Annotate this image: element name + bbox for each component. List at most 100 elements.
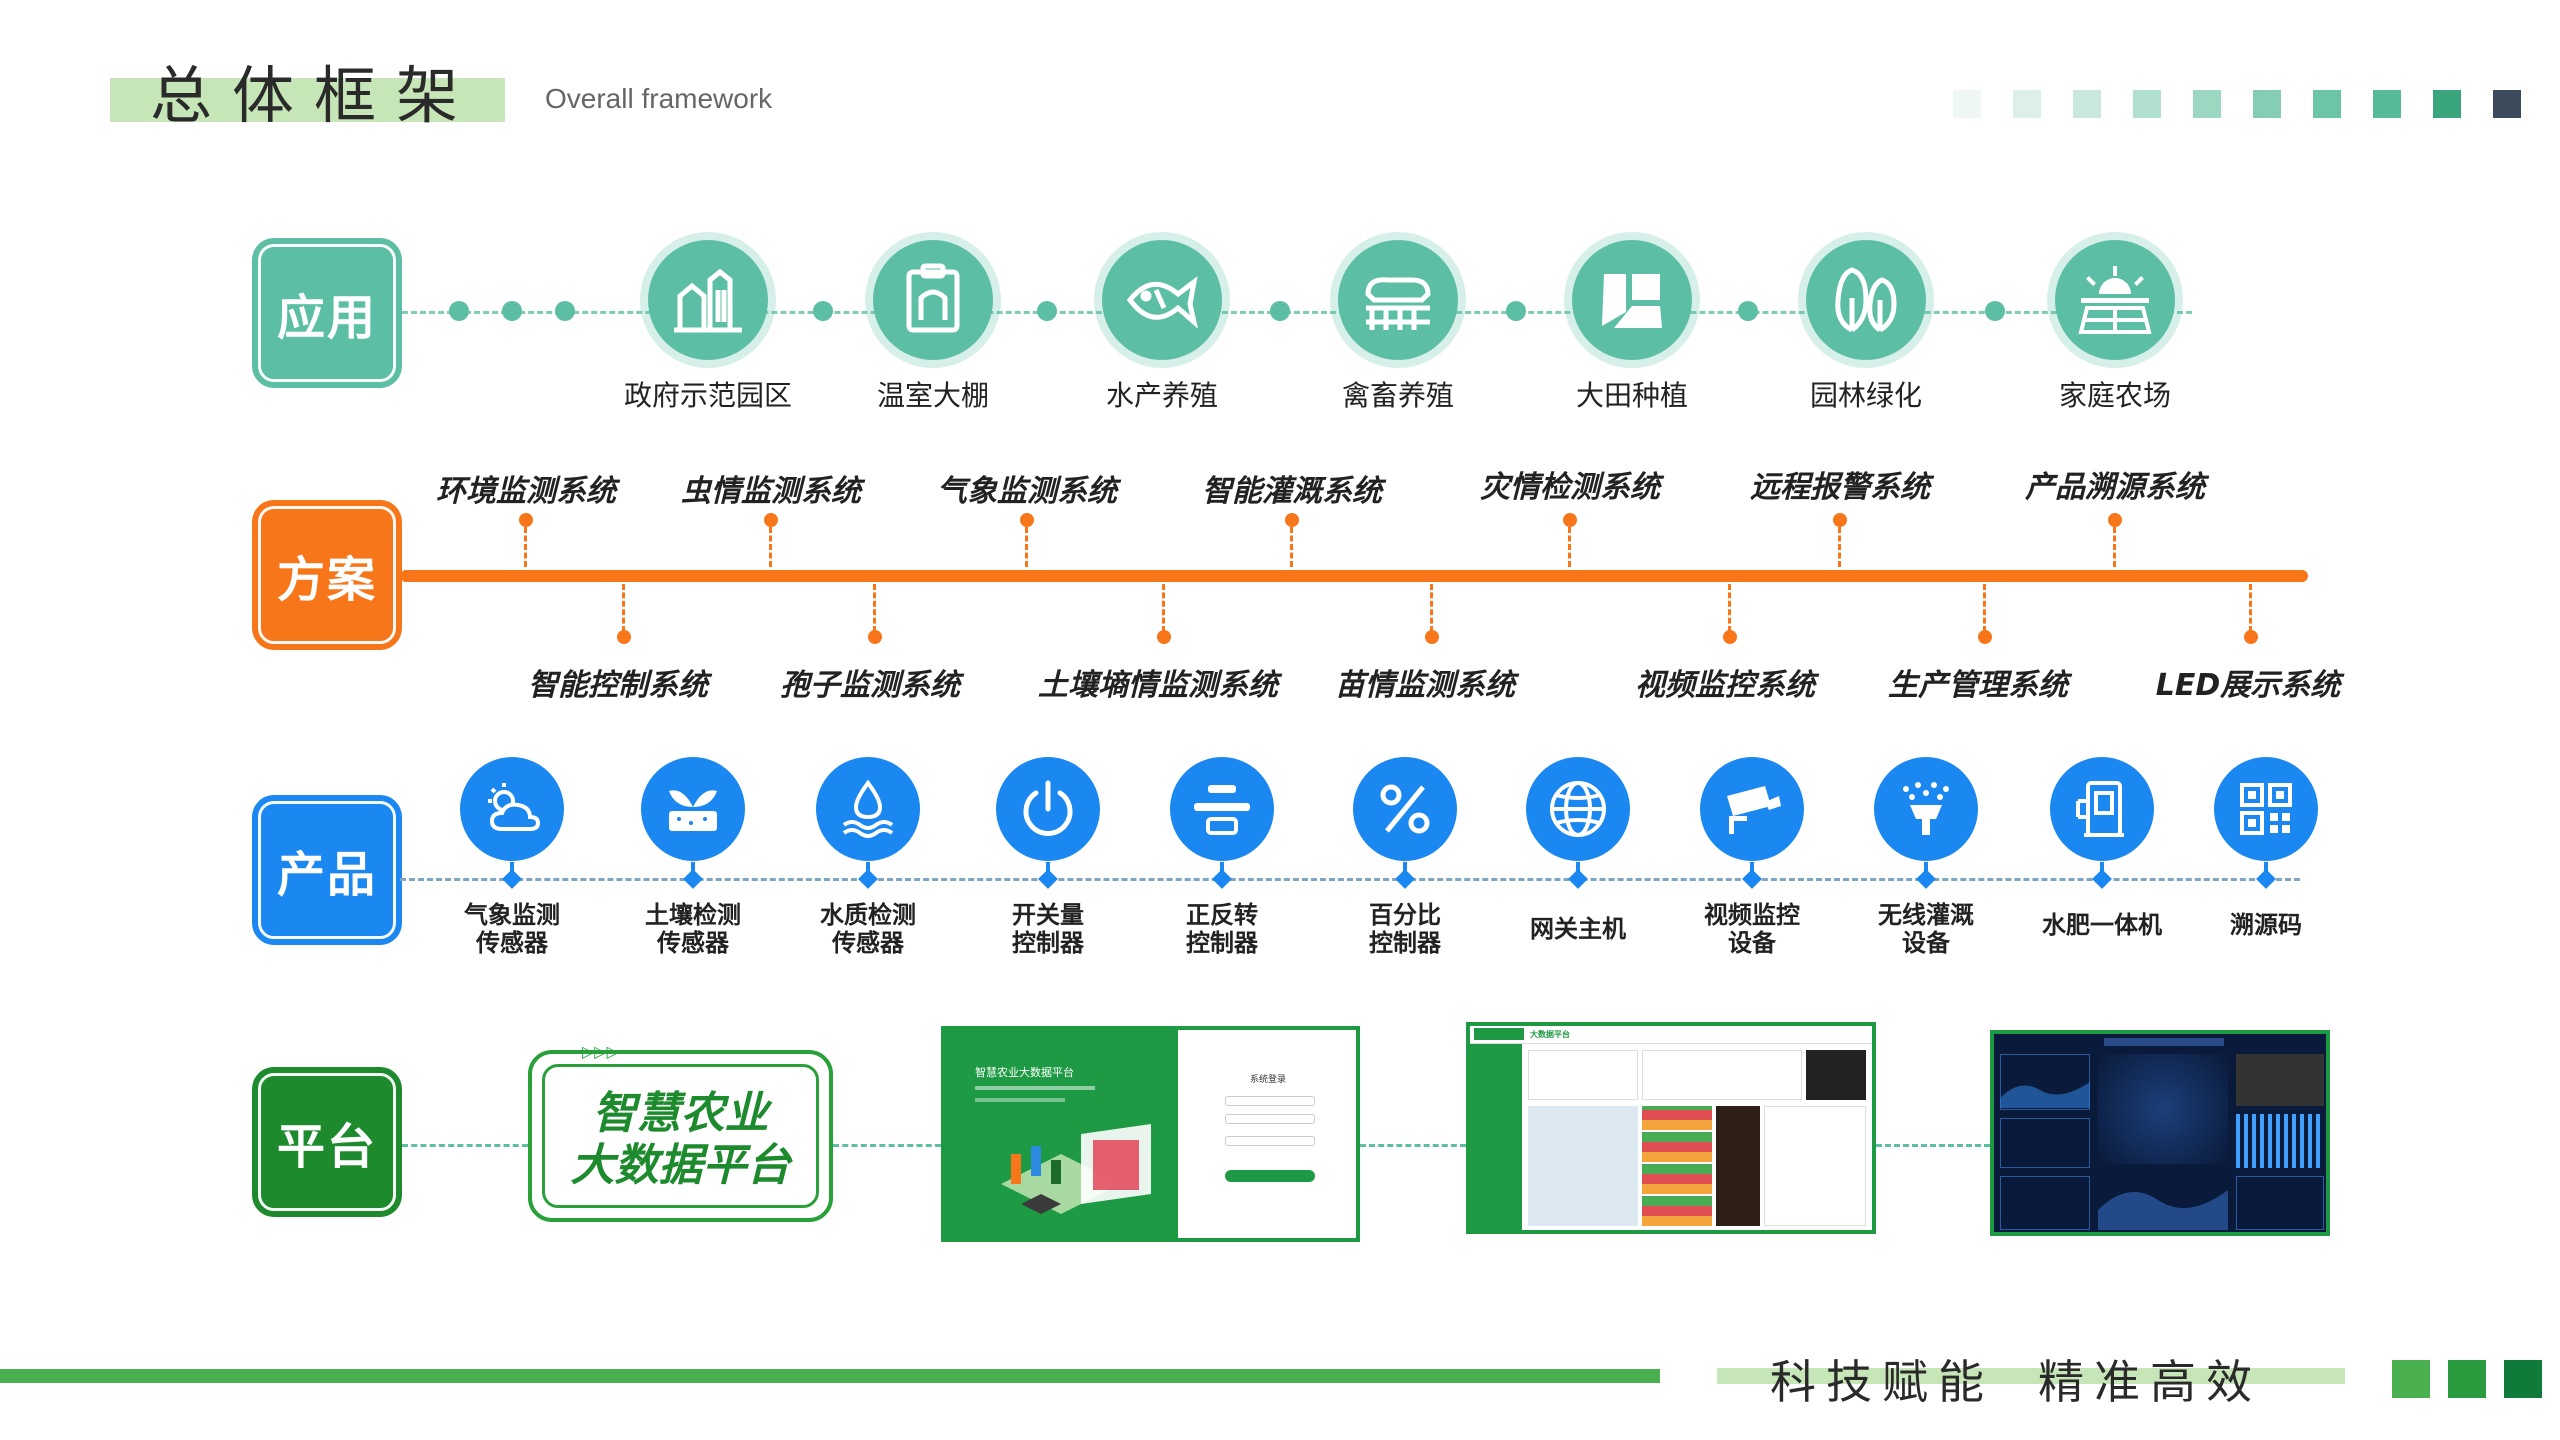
solution-connector [622,584,625,632]
application-connector-line [402,311,2192,314]
solution-label: 气象监测系统 [937,474,1117,509]
solution-connector [1568,527,1571,567]
row-label-text: 平台 [276,1119,377,1175]
product-pin-dot [2256,869,2276,889]
solution-label: 孢子监测系统 [780,668,960,703]
product-label: 百分比控制器 [1369,901,1441,957]
camera-icon [1700,757,1804,861]
solution-label: 智能控制系统 [528,668,708,703]
solution-label: 苗情监测系统 [1335,668,1515,703]
platform-connector-line [1876,1144,1990,1147]
solution-connector [1430,584,1433,632]
solution-connector [1290,527,1293,567]
fertigation-icon [2050,757,2154,861]
solution-connector-dot [1157,630,1171,644]
solution-connector-dot [868,630,882,644]
login-screen-title: 智慧农业大数据平台 [975,1066,1074,1079]
field-icon [1572,240,1692,360]
solution-label: 视频监控系统 [1635,668,1815,703]
solution-connector-dot [2108,513,2122,527]
captcha-field[interactable] [1225,1136,1315,1146]
solution-connector [524,527,527,567]
product-label: 开关量控制器 [1012,901,1084,957]
solution-label: 产品溯源系统 [2025,470,2205,505]
connector-dot [1270,301,1290,321]
solution-connector [1983,584,1986,632]
product-pin-dot [1568,869,1588,889]
solution-connector-dot [1978,630,1992,644]
product-label: 无线灌溉设备 [1878,901,1974,957]
product-label: 水质检测传感器 [820,901,916,957]
connector-dot [1738,301,1758,321]
solution-label: 生产管理系统 [1888,668,2068,703]
livestock-icon [1338,240,1458,360]
platform-connector-line [402,1144,528,1147]
solution-label: 虫情监测系统 [681,474,861,509]
row-label-text: 产品 [276,847,377,903]
product-pin-dot [683,869,703,889]
footer-square [2448,1360,2486,1398]
row-label-solution: 方案 [252,500,402,650]
platform-connector-line [1360,1144,1466,1147]
solution-connector [1025,527,1028,567]
solution-connector-dot [1020,513,1034,527]
product-label: 溯源码 [2230,911,2302,939]
product-pin-dot [502,869,522,889]
isometric-farm-illustration [1001,1124,1151,1214]
product-pin-dot [858,869,878,889]
username-field[interactable] [1225,1096,1315,1106]
application-label: 家庭农场 [2058,379,2171,412]
solution-label: 土壤墒情监测系统 [1038,668,1278,703]
product-pin-dot [1395,869,1415,889]
login-button[interactable] [1225,1170,1315,1182]
platform-connector-line [833,1144,941,1147]
solution-label: 智能灌溉系统 [1202,474,1382,509]
product-label: 网关主机 [1530,915,1626,943]
password-field[interactable] [1225,1114,1315,1124]
footer-green-line [0,1369,1660,1383]
solution-connector [1838,527,1841,567]
page-title: 总体框架 [150,59,479,132]
qr-code-icon [2214,757,2318,861]
row-label-application: 应用 [252,238,402,388]
globe-icon [1526,757,1630,861]
product-pin-dot [1916,869,1936,889]
application-label: 大田种植 [1575,379,1688,412]
solution-label: 环境监测系统 [436,474,616,509]
product-connector-line [400,878,2300,881]
product-label: 气象监测传感器 [464,901,560,957]
percent-icon [1353,757,1457,861]
solution-label: 远程报警系统 [1750,470,1930,505]
connector-dot [1506,301,1526,321]
login-form-title: 系统登录 [1250,1075,1287,1085]
title-highlight-bar [110,78,505,122]
platform-logo-badge: 智慧农业 大数据平台 [528,1050,833,1222]
product-pin-dot [1212,869,1232,889]
solution-connector-dot [617,630,631,644]
solution-connector [1162,584,1165,632]
row-label-text: 应用 [276,290,377,346]
solution-connector-dot [1723,630,1737,644]
badge-arrows-icon: ▷▷▷ [582,1042,619,1061]
water-drop-icon [816,757,920,861]
solution-connector [769,527,772,567]
product-label: 水肥一体机 [2042,911,2162,939]
footer-slogan-2: 精准高效 [2038,1355,2262,1409]
footer-square [2392,1360,2430,1398]
solution-label: LED展示系统 [2155,668,2341,703]
dashboard-screenshot: 大数据平台 [1466,1022,1876,1234]
power-icon [996,757,1100,861]
connector-dot [449,301,469,321]
row-label-text: 方案 [276,552,377,608]
solution-connector-dot [764,513,778,527]
switch-icon [1170,757,1274,861]
footer-slogan: 科技赋能精准高效 [1770,1346,2262,1412]
product-label: 正反转控制器 [1186,901,1258,957]
connector-dot [555,301,575,321]
farm-buildings-icon [648,240,768,360]
solution-label: 灾情检测系统 [1480,470,1660,505]
solution-connector [2113,527,2116,567]
footer-slogan-1: 科技赋能 [1770,1355,1994,1409]
application-label: 园林绿化 [1809,379,1922,412]
dashboard-title: 大数据平台 [1530,1030,1570,1039]
